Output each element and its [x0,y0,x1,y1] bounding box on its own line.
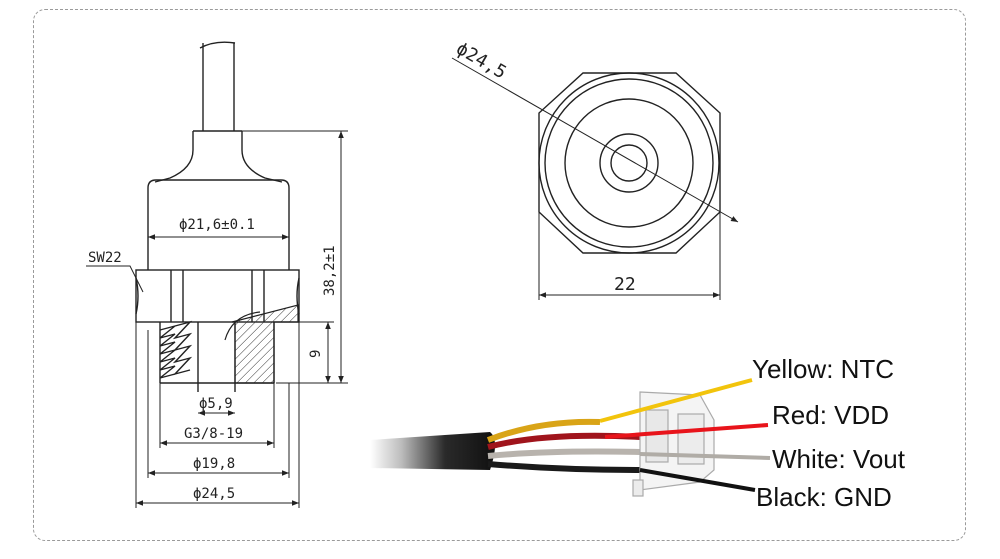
dim-thread: G3/8-19 [184,426,243,442]
wire-label-black: Black: GND [756,482,892,512]
dim-top-width: 22 [614,274,636,295]
leader-yellow [599,378,753,423]
dim-top-hex-diameter: ϕ24,5 [453,38,510,83]
dim-hole-diameter: ϕ5,9 [199,396,233,412]
dim-thread-length: 9 [308,350,324,358]
wire-label-white: White: Vout [772,444,905,474]
dim-sw: SW22 [88,250,122,266]
cable-assembly [370,391,715,497]
diagram-frame [33,9,966,541]
hatched-section [231,304,299,384]
wire-label-red: Red: VDD [772,400,890,430]
dim-thread-diameter: ϕ19,8 [193,456,235,472]
dim-body-diameter: ϕ21,6±0.1 [179,217,255,233]
wire-label-yellow: Yellow: NTC [752,354,895,384]
leader-red [604,423,769,439]
dim-hex-diameter: ϕ24,5 [193,486,235,502]
leader-black [639,468,756,492]
side-view-dimensions [86,130,348,508]
top-view-diagonal [451,57,739,223]
top-view [538,72,721,300]
dim-height: 38,2±1 [322,245,338,296]
leader-white [639,452,771,460]
